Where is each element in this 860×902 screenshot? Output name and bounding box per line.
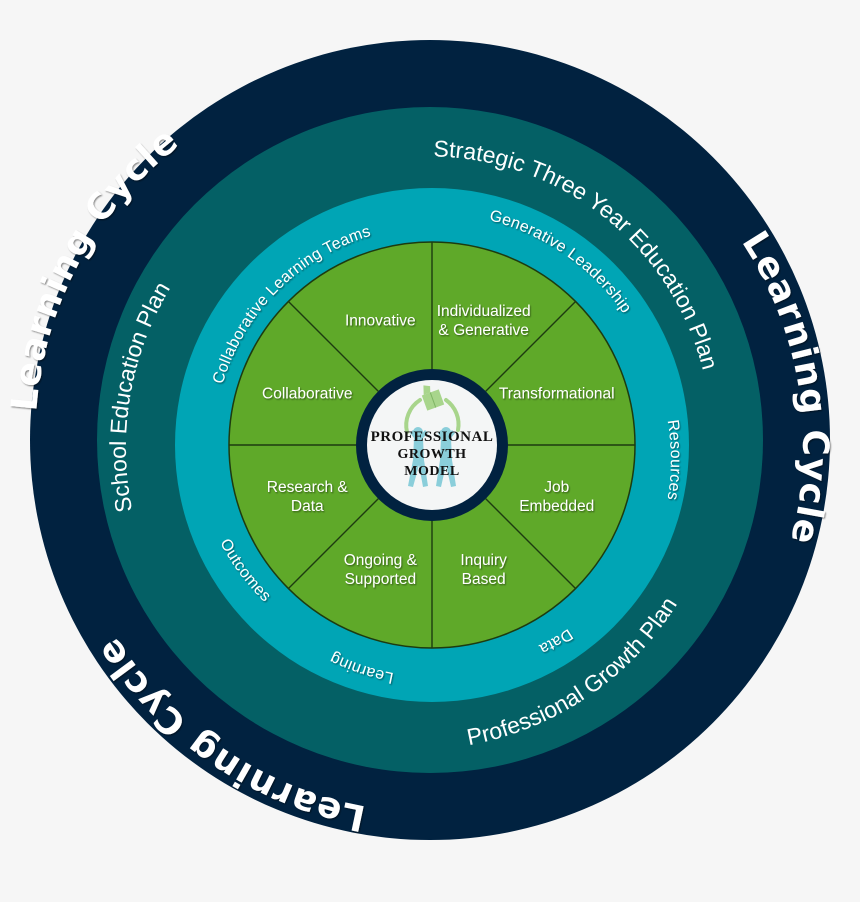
segment-labels: Individualized& GenerativeTransformation… [262, 303, 615, 588]
people-reaching-for-book-icon [404, 385, 461, 487]
segment-label: Research &Data [267, 479, 349, 515]
segment-divider [287, 300, 379, 392]
center-title-line-1: PROFESSIONAL [371, 429, 494, 445]
segment-label: Ongoing &Supported [344, 552, 418, 588]
center-title-line-2: GROWTH [397, 447, 466, 462]
segment-label: Collaborative [262, 385, 352, 402]
segment-label: Individualized& Generative [437, 303, 531, 339]
center-title-line-3: MODEL [404, 464, 459, 479]
center-hub-disc [367, 380, 497, 510]
segment-divider [485, 300, 577, 392]
segment-divider [287, 498, 379, 590]
inner-label-resources: Resources [664, 419, 684, 502]
segment-divider [485, 498, 577, 590]
segment-dividers [229, 242, 635, 648]
segment-label: Innovative [345, 312, 416, 329]
segment-label: Transformational [499, 385, 615, 402]
